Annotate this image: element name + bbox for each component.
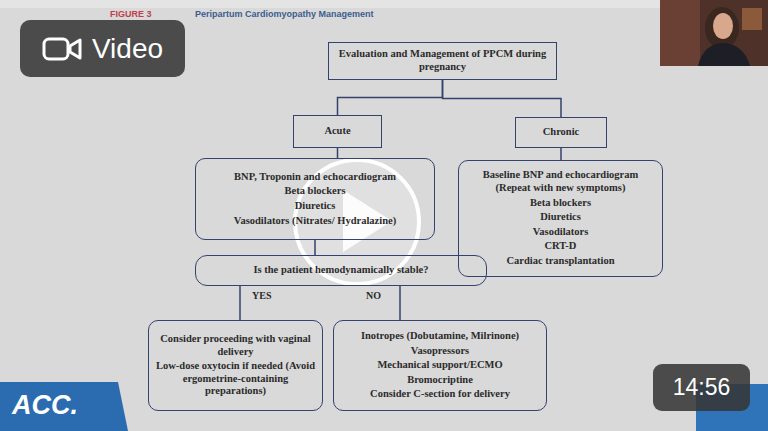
- decision-box: Is the patient hemodynamically stable?: [195, 255, 487, 286]
- camera-icon: [42, 36, 82, 62]
- node-text: Inotropes (Dobutamine, Milrinone): [361, 330, 519, 343]
- branch-box: Chronic: [515, 117, 607, 148]
- node-item: Beta blockers: [530, 197, 591, 210]
- outcome-box: Inotropes (Dobutamine, Milrinone) Vasopre…: [333, 320, 547, 411]
- duration-badge: 14:56: [653, 364, 750, 411]
- connector-line: [338, 80, 443, 115]
- connector-line: [314, 240, 316, 255]
- webcam-frame: [660, 0, 768, 66]
- node-text: Chronic: [543, 126, 580, 139]
- node-text: Video: [92, 32, 163, 66]
- webcam-picture: [742, 8, 762, 30]
- presenter-face: [713, 13, 733, 39]
- node-text: 14:56: [673, 374, 731, 402]
- node-text: Is the patient hemodynamically stable?: [253, 264, 428, 277]
- figure-title: Peripartum Cardiomyopathy Management: [195, 9, 374, 19]
- figure-number: FIGURE 3: [110, 9, 152, 19]
- node-item: Beta blockers: [285, 185, 346, 198]
- node-text: Consider proceeding with vaginal deliver…: [155, 333, 316, 358]
- edge-label: YES: [252, 290, 271, 301]
- presenter-body: [698, 43, 750, 66]
- node-item: Consider C-section for delivery: [370, 388, 510, 401]
- node-item: Low-dose oxytocin if needed (Avoid ergom…: [155, 360, 316, 398]
- treatment-box: BNP, Troponin and echocardiogramBeta blo…: [195, 158, 435, 240]
- presenter-hair: [705, 7, 739, 49]
- node-item: CRT-D: [545, 240, 577, 253]
- video-badge: Video: [20, 20, 185, 77]
- treatment-box: Baseline BNP and echocardiogram (Repeat …: [458, 160, 663, 277]
- node-item: Vasodilators: [533, 226, 589, 239]
- connector-line: [443, 80, 562, 117]
- logo-text: ACC.: [12, 390, 78, 421]
- webcam-wall: [660, 0, 700, 66]
- outcome-box: Consider proceeding with vaginal deliver…: [148, 320, 323, 411]
- connector-line: [239, 286, 241, 320]
- node-text: Baseline BNP and echocardiogram (Repeat …: [465, 169, 656, 194]
- connector-line: [399, 286, 401, 320]
- node-text: Evaluation and Management of PPCM during…: [335, 48, 550, 73]
- node-item: Mechanical support/ECMO: [377, 359, 502, 372]
- node-item: Cardiac transplantation: [506, 255, 614, 268]
- node-item: Diuretics: [295, 200, 336, 213]
- node-item: Bromocriptine: [407, 374, 473, 387]
- edge-label: NO: [366, 290, 381, 301]
- node-item: Vasodilators (Nitrates/ Hydralazine): [234, 215, 396, 228]
- node-item: Vasopressors: [411, 345, 469, 358]
- logo-band: [0, 382, 128, 431]
- connector-line: [337, 148, 339, 158]
- node-text: BNP, Troponin and echocardiogram: [234, 171, 396, 184]
- start-box: Evaluation and Management of PPCM during…: [328, 42, 557, 80]
- branch-box: Acute: [293, 115, 382, 148]
- node-text: Acute: [324, 125, 350, 138]
- slide-top-strip: [0, 0, 768, 8]
- connector-line: [560, 148, 562, 160]
- node-item: Diuretics: [540, 211, 581, 224]
